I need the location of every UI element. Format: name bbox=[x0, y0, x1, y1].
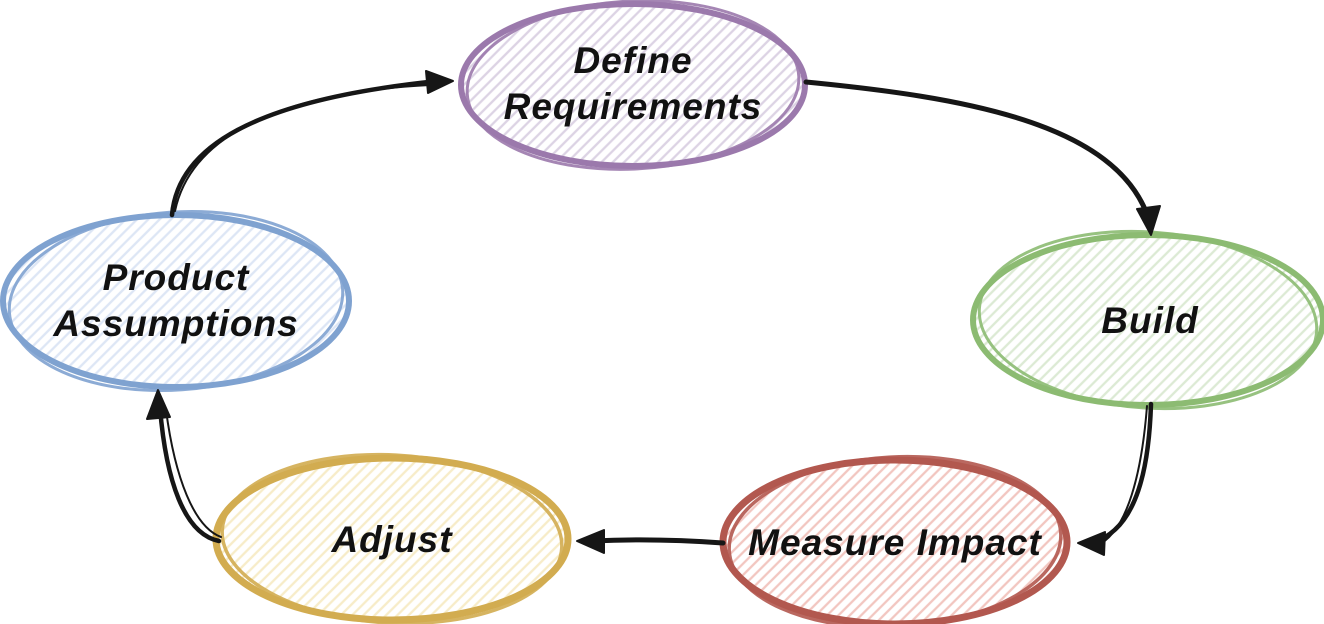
arrowhead-into-adjust bbox=[576, 529, 605, 554]
edge-adjust-to-product-assumptions bbox=[146, 389, 222, 544]
node-define-requirements bbox=[458, 0, 808, 171]
node-product-assumptions-fill bbox=[3, 215, 349, 387]
node-define-requirements-fill bbox=[461, 4, 805, 166]
node-define-requirements-outline bbox=[458, 1, 808, 169]
arrowhead-into-product-assumptions bbox=[146, 389, 171, 420]
node-define-requirements-sketch-stroke bbox=[465, 0, 801, 171]
node-build-fill bbox=[973, 235, 1323, 405]
arrowhead-into-build bbox=[1136, 205, 1161, 236]
edge-build-to-measure-impact bbox=[1077, 401, 1154, 556]
node-product-assumptions bbox=[0, 209, 352, 393]
edge-product-assumptions-to-define-requirements bbox=[169, 70, 454, 218]
node-product-assumptions-sketch-stroke bbox=[7, 209, 345, 393]
node-measure-impact bbox=[719, 454, 1071, 624]
node-adjust-sketch-stroke bbox=[220, 452, 564, 624]
arrowhead-into-define-requirements bbox=[425, 70, 454, 94]
edge-define-requirements-to-build bbox=[803, 79, 1161, 236]
node-build-outline bbox=[970, 232, 1324, 408]
node-adjust-fill bbox=[216, 458, 568, 620]
node-measure-impact-fill bbox=[723, 460, 1067, 624]
edge-measure-impact-to-adjust bbox=[576, 529, 726, 554]
node-build bbox=[970, 229, 1324, 411]
edges bbox=[146, 70, 1161, 556]
arrowhead-into-measure-impact bbox=[1077, 531, 1106, 556]
node-measure-impact-sketch-stroke bbox=[727, 454, 1063, 624]
node-adjust bbox=[212, 452, 572, 624]
node-product-assumptions-outline bbox=[0, 212, 352, 390]
node-build-sketch-stroke bbox=[977, 229, 1319, 411]
